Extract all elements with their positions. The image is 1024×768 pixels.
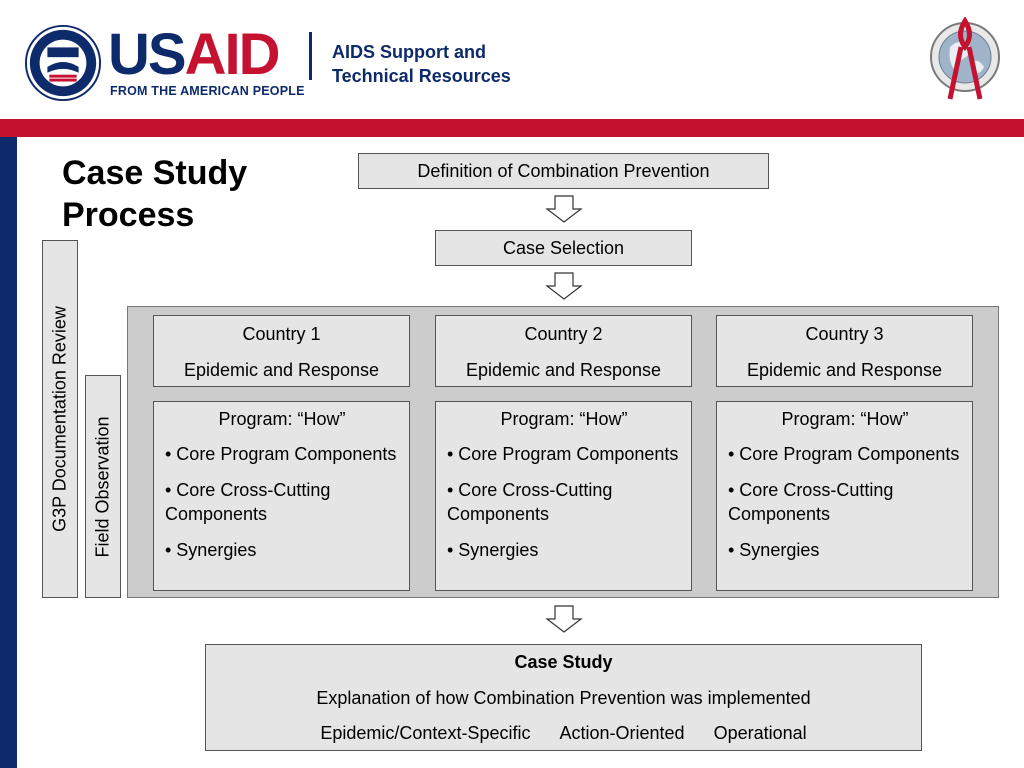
program-bullet: • Core Cross-Cutting Components [447,480,613,524]
definition-box: Definition of Combination Prevention [358,153,769,189]
case-study-title: Case Study [514,652,613,672]
header-red-band [0,119,1024,137]
country-subtitle: Epidemic and Response [746,360,943,380]
program-bullet: • Core Program Components [447,444,679,464]
case-study-explanation: Explanation of how Combination Preventio… [316,688,811,708]
program-title: Program: “How” [218,409,346,429]
slide-title-line2: Process [62,196,195,234]
program-box: Program: “How” • Core Program Components… [716,401,973,591]
down-arrow-icon [545,605,583,633]
program-title: Program: “How” [500,409,628,429]
case-selection-box: Case Selection [435,230,692,266]
down-arrow-icon [545,272,583,300]
case-study-box: Case Study Explanation of how Combinatio… [205,644,922,751]
country-name: Country 2 [524,324,603,344]
brand-tagline: FROM THE AMERICAN PEOPLE [110,84,305,98]
program-bullet: • Core Cross-Cutting Components [165,480,331,524]
definition-label: Definition of Combination Prevention [417,160,710,181]
case-study-tags: Epidemic/Context-Specific Action-Oriente… [308,723,818,744]
g3p-documentation-review-label: G3P Documentation Review [49,306,70,532]
program-bullet: • Core Program Components [728,444,960,464]
pepfar-globe-ribbon-icon [930,17,1000,100]
brand-us: US [108,22,187,87]
usaid-seal-icon [24,24,102,102]
g3p-documentation-review-box: G3P Documentation Review [42,240,78,598]
usaid-wordmark: USAID [108,26,280,84]
header-title: AIDS Support and Technical Resources [332,40,511,88]
case-study-tag: Epidemic/Context-Specific [320,723,531,743]
slide-title-line1: Case Study [62,154,248,192]
program-bullet: • Synergies [447,540,539,560]
header-divider [309,32,312,80]
country-box: Country 2 Epidemic and Response [435,315,692,387]
header-title-line2: Technical Resources [332,66,511,86]
country-box: Country 3 Epidemic and Response [716,315,973,387]
field-observation-label: Field Observation [92,415,113,558]
program-box: Program: “How” • Core Program Components… [435,401,692,591]
down-arrow-icon [545,195,583,223]
slide-title: Case Study Process [62,152,322,236]
case-study-tag: Operational [713,723,807,743]
program-bullet: • Synergies [728,540,820,560]
country-name: Country 3 [805,324,884,344]
country-box: Country 1 Epidemic and Response [153,315,410,387]
country-subtitle: Epidemic and Response [183,360,380,380]
case-study-tag: Action-Oriented [559,723,685,743]
field-observation-box: Field Observation [85,375,121,598]
program-bullet: • Core Program Components [165,444,397,464]
program-title: Program: “How” [781,409,909,429]
country-name: Country 1 [242,324,321,344]
case-selection-label: Case Selection [502,237,625,258]
header-title-line1: AIDS Support and [332,42,486,62]
program-box: Program: “How” • Core Program Components… [153,401,410,591]
left-accent-bar [0,137,17,768]
program-bullet: • Synergies [165,540,257,560]
country-subtitle: Epidemic and Response [465,360,662,380]
brand-aid: AID [184,22,281,87]
program-bullet: • Core Cross-Cutting Components [728,480,894,524]
